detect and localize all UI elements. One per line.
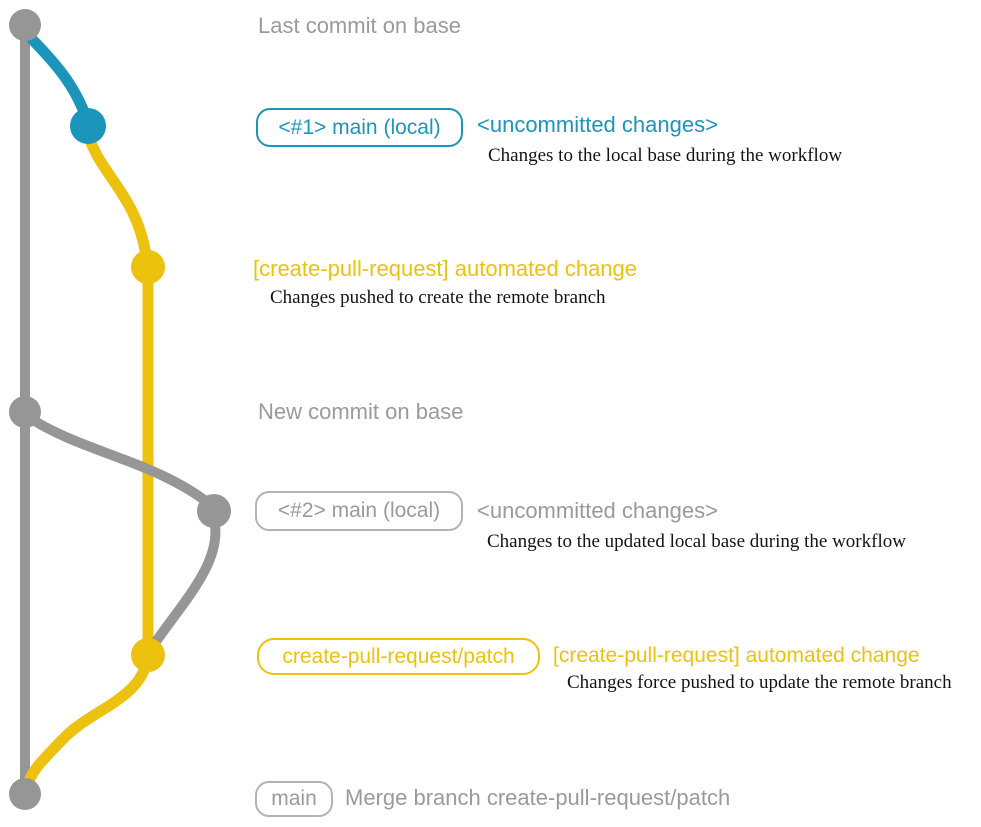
branch-badge-main-local-1: <#1> main (local) [256, 108, 463, 147]
automated-change-label-1: [create-pull-request] automated change [253, 256, 638, 281]
merge-commit-label: Merge branch create-pull-request/patch [345, 785, 731, 810]
edge-base-to-local1 [20, 27, 93, 126]
branch-badge-main-local-2: <#2> main (local) [255, 491, 463, 531]
branch-badge-main-local-1-label: <#1> main (local) [278, 115, 441, 139]
commit-dot-base-merge [9, 778, 41, 810]
edge-patch-merge-to-base [20, 650, 154, 796]
branch-badge-main: main [255, 781, 333, 817]
git-graph [9, 9, 231, 810]
description-pushed-create: Changes pushed to create the remote bran… [270, 287, 606, 308]
branch-badge-main-label: main [271, 787, 317, 810]
annotation-last-commit-on-base: Last commit on base [258, 13, 461, 38]
edge-base-to-local2 [22, 411, 212, 507]
description-updated-local-base: Changes to the updated local base during… [487, 531, 906, 552]
edge-local1-to-patch [82, 128, 152, 261]
commit-dot-patch1 [131, 250, 165, 284]
description-force-pushed: Changes force pushed to update the remot… [567, 672, 952, 693]
edge-local2-to-patch [148, 514, 221, 651]
branch-badge-patch-label: create-pull-request/patch [282, 644, 515, 668]
uncommitted-changes-label-1: <uncommitted changes> [477, 112, 718, 137]
branch-badge-main-local-2-label: <#2> main (local) [277, 499, 441, 522]
automated-change-label-2: [create-pull-request] automated change [553, 644, 920, 667]
annotation-new-commit-on-base: New commit on base [258, 399, 464, 424]
commit-dot-local1 [70, 108, 106, 144]
commit-dot-patch2 [131, 638, 165, 672]
uncommitted-changes-label-2: <uncommitted changes> [477, 498, 718, 523]
description-local-base: Changes to the local base during the wor… [488, 145, 843, 166]
commit-dot-base-top [9, 9, 41, 41]
commit-dot-base-new [9, 396, 41, 428]
commit-dot-local2 [197, 494, 231, 528]
branch-badge-patch: create-pull-request/patch [257, 638, 540, 675]
